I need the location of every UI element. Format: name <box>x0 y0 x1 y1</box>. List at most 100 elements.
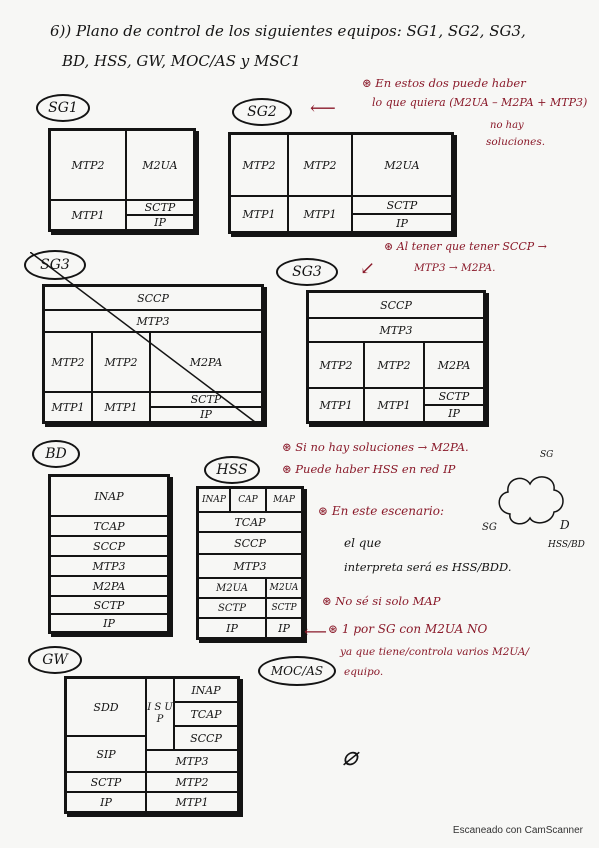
note-map-text: No sé si solo MAP <box>335 594 441 608</box>
gw-cell-sctp: SCTP <box>66 772 146 792</box>
sg2-cell-m2ua: M2UA <box>352 134 452 196</box>
sg3b-cell-sccp: SCCP <box>308 292 484 318</box>
note-no-solutions: ⊛ Si no hay soluciones → M2PA. <box>282 440 469 454</box>
hss-cell-inap: INAP <box>198 488 230 512</box>
hss-cell-map: MAP <box>266 488 302 512</box>
sg3b-cell-mtp2-b: MTP2 <box>364 342 424 388</box>
hss-stack: INAP CAP MAP TCAP SCCP MTP3 M2UA M2UA SC… <box>196 486 304 640</box>
sg3a-cell-mtp2-a: MTP2 <box>44 332 92 392</box>
hss-cell-tcap: TCAP <box>198 512 302 532</box>
hss-label: HSS <box>204 456 260 484</box>
hss-cell-cap: CAP <box>230 488 266 512</box>
note-sg2-line3: no hay <box>490 120 524 131</box>
note-sg3-line2: MTP3 → M2PA. <box>414 262 496 274</box>
gw-label: GW <box>28 646 82 674</box>
sg3b-label: SG3 <box>276 258 338 286</box>
bullet-icon: ⊛ <box>282 462 292 476</box>
gw-cell-sccp: SCCP <box>174 726 238 750</box>
gw-cell-tcap: TCAP <box>174 702 238 726</box>
bd-cell-mtp3: MTP3 <box>50 556 168 576</box>
hss-cell-m2ua-a: M2UA <box>198 578 266 598</box>
sg2-cell-mtp2-b: MTP2 <box>288 134 352 196</box>
note-sg2-line4: soluciones. <box>486 136 546 148</box>
note-m2ua-line3: equipo. <box>344 666 384 678</box>
sg2-cell-mtp2-a: MTP2 <box>230 134 288 196</box>
mocas-label: MOC/AS <box>258 656 336 686</box>
sg3a-cell-m2pa: M2PA <box>150 332 262 392</box>
note-sg3: ⊛ Al tener que tener SCCP → <box>384 240 547 253</box>
bullet-icon: ⊛ <box>322 594 332 608</box>
sg2-cell-mtp1-a: MTP1 <box>230 196 288 232</box>
note-sg2: ⊛ En estos dos puede haber <box>362 72 526 94</box>
page-title: 6)) Plano de control de los siguientes e… <box>50 22 526 40</box>
gw-cell-inap: INAP <box>174 678 238 702</box>
note-m2ua: ⊛ 1 por SG con M2UA NO <box>328 622 487 636</box>
sg3b-stack: SCCP MTP3 MTP2 MTP2 M2PA SCTP MTP1 MTP1 … <box>306 290 486 424</box>
gw-cell-mtp3: MTP3 <box>146 750 238 772</box>
sg1-stack: MTP2 M2UA SCTP MTP1 IP <box>48 128 196 232</box>
note-hss-ip: ⊛ Puede haber HSS en red IP <box>282 462 455 476</box>
sg1-cell-sctp: SCTP <box>126 200 194 215</box>
sg3a-cell-mtp3: MTP3 <box>44 310 262 332</box>
note-map: ⊛ No sé si solo MAP <box>322 594 440 608</box>
sg3a-stack: SCCP MTP3 MTP2 MTP2 M2PA SCTP MTP1 MTP1 … <box>30 252 264 424</box>
note-scenario-line2: el que <box>344 536 382 550</box>
bullet-icon: ⊛ <box>282 440 292 454</box>
gw-cell-ip: IP <box>66 792 146 812</box>
page-subtitle: BD, HSS, GW, MOC/AS y MSC1 <box>62 52 301 70</box>
hss-cell-ip-a: IP <box>198 618 266 638</box>
bd-cell-ip: IP <box>50 614 168 632</box>
note-m2ua-line1: 1 por SG con M2UA NO <box>341 622 488 636</box>
sg3a-cell-mtp1-a: MTP1 <box>44 392 92 422</box>
bd-cell-m2pa: M2PA <box>50 576 168 596</box>
network-cloud-icon <box>498 476 564 525</box>
bullet-icon: ⊛ <box>384 240 394 253</box>
sg1-cell-ip: IP <box>126 215 194 230</box>
sg3b-cell-mtp2-a: MTP2 <box>308 342 364 388</box>
hss-cell-m2ua-b: M2UA <box>266 578 302 598</box>
sg2-label: SG2 <box>232 98 292 126</box>
sg1-label: SG1 <box>36 94 90 122</box>
gw-stack: SDD I S U P INAP TCAP SCCP SIP MTP3 SCTP… <box>64 676 240 814</box>
bullet-icon: ⊛ <box>362 76 372 90</box>
bd-label: BD <box>32 440 80 468</box>
bullet-icon: ⊛ <box>328 622 339 636</box>
bd-cell-tcap: TCAP <box>50 516 168 536</box>
cloud-d: D <box>560 518 570 532</box>
bd-cell-sccp: SCCP <box>50 536 168 556</box>
sg3b-cell-sctp: SCTP <box>424 388 484 405</box>
cloud-sg-top: SG <box>540 450 554 460</box>
empty-set-icon: ⌀ <box>342 742 358 772</box>
sg3a-label: SG3 <box>24 250 86 280</box>
arrow-icon: ↙ <box>360 258 376 279</box>
note-no-solutions-text: Si no hay soluciones → M2PA. <box>295 440 469 454</box>
sg1-cell-mtp2: MTP2 <box>50 130 126 200</box>
hss-cell-sctp-a: SCTP <box>198 598 266 618</box>
note-hss-ip-text: Puede haber HSS en red IP <box>295 462 456 476</box>
arrow-icon: ⟵ <box>310 98 336 119</box>
sg3a-cell-mtp1-b: MTP1 <box>92 392 150 422</box>
gw-cell-mtp2: MTP2 <box>146 772 238 792</box>
sg3b-cell-m2pa: M2PA <box>424 342 484 388</box>
sg3a-cell-sccp: SCCP <box>44 286 262 310</box>
sg1-cell-mtp1: MTP1 <box>50 200 126 230</box>
sg2-cell-ip: IP <box>352 214 452 232</box>
note-scenario-line1: En este escenario: <box>331 504 444 518</box>
bullet-icon: ⊛ <box>318 504 329 518</box>
note-sg2-line2: lo que quiera (M2UA – M2PA + MTP3) <box>372 96 588 109</box>
gw-cell-mtp1: MTP1 <box>146 792 238 812</box>
sg1-cell-m2ua: M2UA <box>126 130 194 200</box>
sg2-stack: MTP2 MTP2 M2UA SCTP MTP1 MTP1 IP <box>228 132 454 234</box>
sg3b-cell-mtp1-b: MTP1 <box>364 388 424 422</box>
bd-cell-inap: INAP <box>50 476 168 516</box>
sg3b-cell-mtp1-a: MTP1 <box>308 388 364 422</box>
arrow-icon: ⟵ <box>304 622 327 641</box>
note-sg2-line1: En estos dos puede haber <box>375 76 526 90</box>
gw-cell-isup: I S U P <box>146 678 174 750</box>
sg3a-cell-ip: IP <box>150 407 262 422</box>
scanner-watermark: Escaneado con CamScanner <box>452 825 583 836</box>
cloud-hssbd: HSS/BD <box>548 540 585 550</box>
cloud-sg-left: SG <box>482 522 497 533</box>
sg2-cell-sctp: SCTP <box>352 196 452 214</box>
note-scenario-line3: interpreta será es HSS/BDD. <box>344 560 512 574</box>
